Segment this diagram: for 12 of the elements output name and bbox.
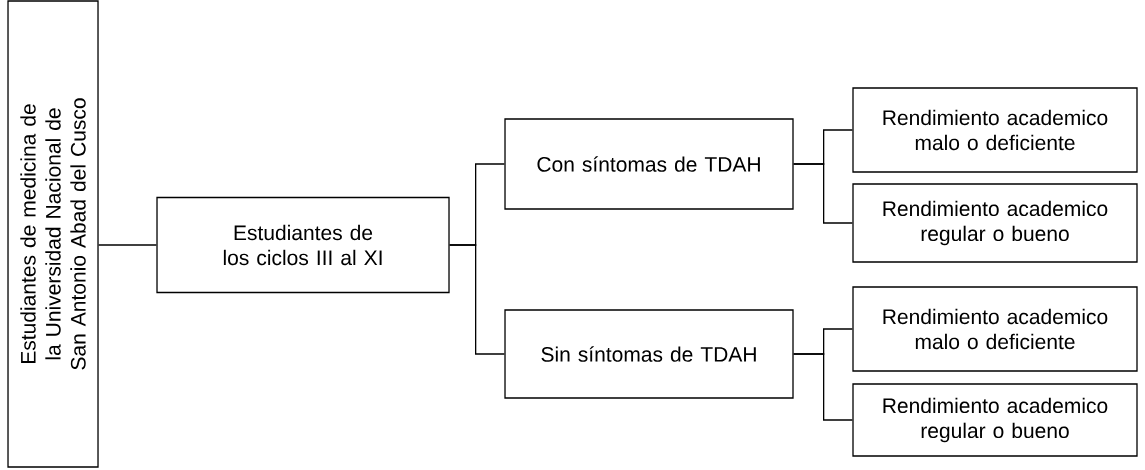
process-box: Rendimiento academico malo o deficiente xyxy=(852,286,1138,372)
process-box: Rendimiento academico regular o bueno xyxy=(852,383,1138,457)
process-box: Con síntomas de TDAH xyxy=(504,118,794,210)
connector-line xyxy=(449,244,505,355)
process-box: Sin síntomas de TDAH xyxy=(504,309,794,399)
connector-line xyxy=(793,163,853,224)
connector-line xyxy=(793,353,853,421)
process-box: Rendimiento academico regular o bueno xyxy=(852,183,1138,263)
vertical-box: Estudiantes de medicina de la Universidad Nacional de San Antonio Abad del Cusco xyxy=(7,0,99,468)
connector-line xyxy=(98,244,157,246)
process-box: Rendimiento academico malo o deficiente xyxy=(852,87,1138,173)
process-box: Estudiantes de los ciclos III al XI xyxy=(156,196,450,294)
